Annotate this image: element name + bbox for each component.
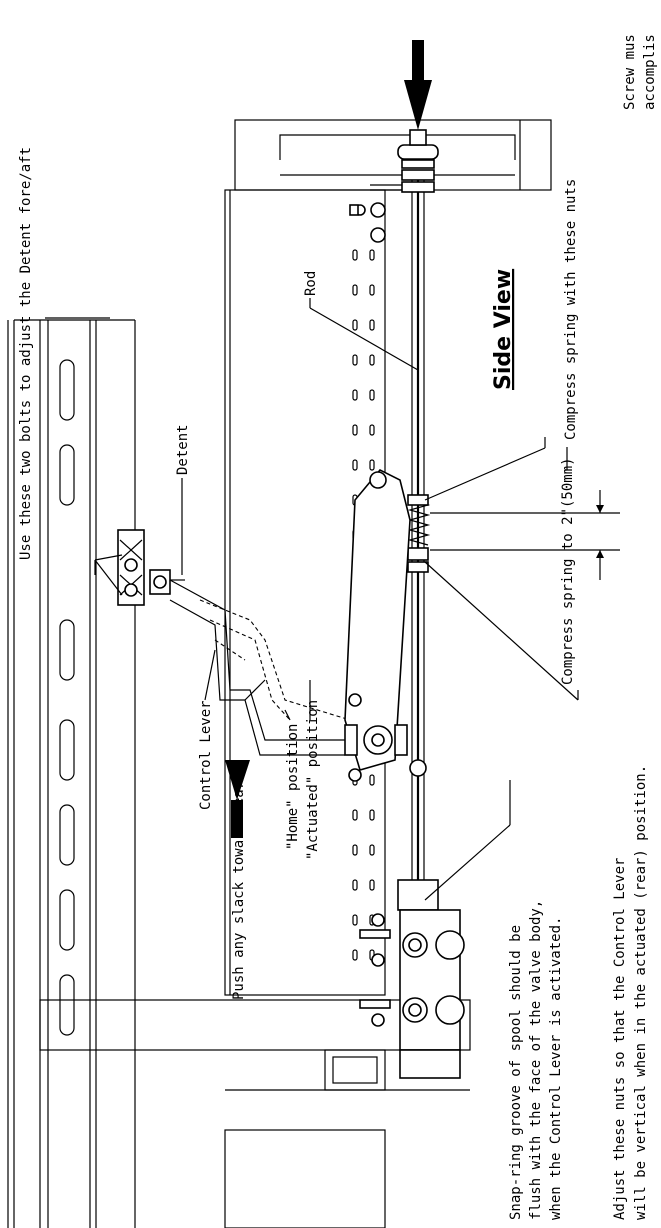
control-lever-actuated: [199, 599, 351, 721]
plate-hole: [369, 354, 375, 366]
dimension-lines: [430, 490, 620, 580]
label-compress-nuts: Compress spring with these nuts: [563, 179, 579, 440]
plate-hole: [369, 844, 375, 856]
plate-hole: [352, 424, 358, 436]
label-screw-must: Screw mus: [622, 34, 638, 110]
label-snap-ring-1: Snap-ring groove of spool should be: [508, 925, 524, 1220]
plate-hole: [369, 319, 375, 331]
label-push-slack: Push any slack toward rear: [231, 781, 247, 1000]
push-arrow-left: [225, 760, 250, 838]
label-adjust-detent: Use these two bolts to adjust the Detent…: [18, 147, 34, 560]
rod: [411, 180, 425, 900]
bracket-bolts: [349, 202, 386, 243]
plate-hole: [352, 284, 358, 296]
label-home-position: "Home" position: [285, 724, 301, 850]
label-snap-ring-2: flush with the face of the valve body,: [528, 900, 544, 1220]
label-accomplis: accomplis: [642, 34, 658, 110]
plate-hole: [352, 809, 358, 821]
detent-assembly: [117, 529, 185, 606]
plate-hole: [352, 354, 358, 366]
plate-hole: [352, 319, 358, 331]
plate-hole: [352, 249, 358, 261]
plate-hole: [352, 949, 358, 961]
rail-slots: [59, 359, 75, 1036]
plate-hole: [369, 879, 375, 891]
front-crossmember: [39, 999, 471, 1228]
plate-hole: [369, 424, 375, 436]
label-actuated-position: "Actuated" position: [305, 700, 321, 860]
label-side-view: Side View: [491, 269, 516, 390]
plate-hole: [352, 879, 358, 891]
push-arrow-top: [404, 40, 432, 130]
leader-lines: [45, 298, 579, 901]
label-adjust-nuts-2: will be vertical when in the actuated (r…: [633, 765, 649, 1220]
labels: Screw mus accomplis Use these two bolts …: [18, 34, 658, 1220]
plate-hole: [369, 249, 375, 261]
plate-hole: [369, 809, 375, 821]
plate-hole: [352, 459, 358, 471]
frame-rails: [7, 319, 136, 1228]
plate-hole: [369, 284, 375, 296]
pivot-arm: [344, 469, 427, 782]
rear-bracket: [234, 119, 552, 191]
plate-hole: [369, 459, 375, 471]
label-snap-ring-3: when the Control Lever is activated.: [548, 917, 564, 1220]
plate-hole: [352, 844, 358, 856]
plate-hole: [352, 914, 358, 926]
spring: [407, 494, 431, 573]
plate-hole: [369, 774, 375, 786]
label-control-lever: Control Lever: [198, 700, 214, 810]
hydraulic-valve: [359, 879, 465, 1079]
label-rod: Rod: [303, 271, 319, 296]
t-handle-screw: [370, 129, 439, 193]
label-detent: Detent: [175, 424, 191, 475]
plate-hole: [352, 389, 358, 401]
control-lever: [169, 579, 345, 756]
plate-hole: [369, 389, 375, 401]
label-compress-2in: Compress spring to 2"(50mm): [560, 457, 576, 685]
label-adjust-nuts-1: Adjust these nuts so that the Control Le…: [612, 858, 628, 1220]
